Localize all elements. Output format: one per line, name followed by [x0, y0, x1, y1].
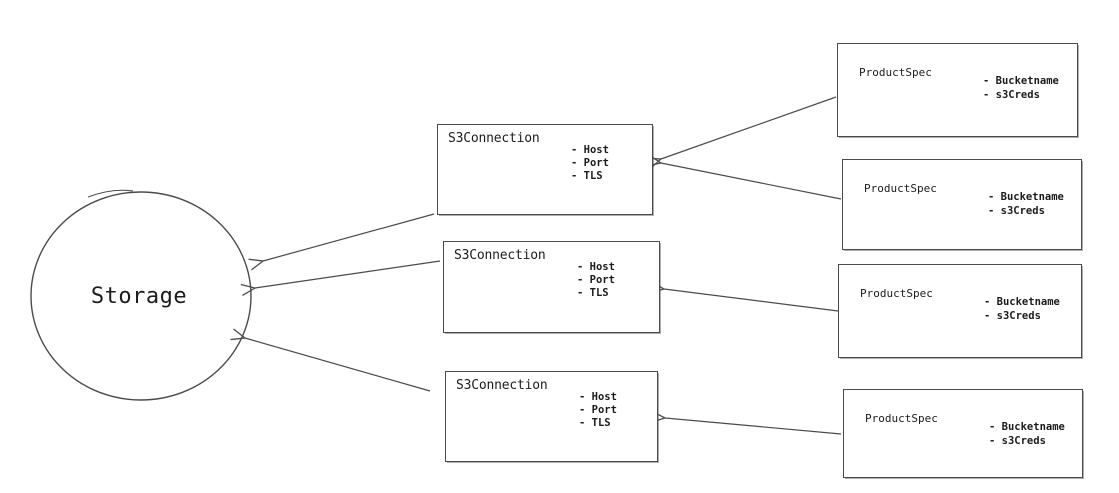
arrow-productspec2-to-s3connection1[interactable]	[661, 163, 842, 200]
node-attribute: - Host	[579, 391, 617, 403]
node-title: ProductSpec	[865, 412, 938, 425]
node-title: S3Connection	[456, 378, 548, 393]
arrow-s3connection3-to-storage[interactable]	[245, 338, 431, 392]
arrow-productspec3-to-s3connection2[interactable]	[664, 289, 839, 312]
node-attributes: - Host- Port- TLS	[579, 391, 617, 430]
node-attribute: - Port	[571, 157, 609, 169]
node-attribute: - s3Creds	[983, 88, 1040, 101]
arrow-s3connection2-to-storage[interactable]	[255, 260, 441, 288]
arrow-productspec4-to-s3connection3[interactable]	[665, 418, 842, 435]
node-attribute: - TLS	[579, 417, 611, 429]
node-attributes: - Bucketname- s3Creds	[984, 296, 1060, 323]
node-attribute: - Bucketname	[984, 296, 1060, 308]
node-attribute: - s3Creds	[988, 204, 1045, 217]
node-attribute: - TLS	[571, 170, 603, 182]
node-attribute: - Port	[577, 274, 615, 286]
node-attribute: - Bucketname	[983, 75, 1059, 87]
node-title: ProductSpec	[859, 66, 932, 79]
productspec-node-4[interactable]: ProductSpec - Bucketname- s3Creds	[843, 389, 1083, 478]
node-title: S3Connection	[448, 131, 540, 146]
node-attribute: - Port	[579, 404, 617, 416]
storage-node-circle[interactable]	[30, 191, 252, 401]
productspec-node-3[interactable]: ProductSpec - Bucketname- s3Creds	[838, 264, 1082, 358]
s3connection-node-2[interactable]: S3Connection - Host- Port- TLS	[443, 241, 660, 333]
node-title: ProductSpec	[864, 182, 937, 195]
node-attributes: - Host- Port- TLS	[571, 144, 609, 183]
node-attribute: - TLS	[577, 287, 609, 299]
node-attribute: - Host	[571, 144, 609, 156]
node-attribute: - Bucketname	[988, 191, 1064, 203]
node-attribute: - s3Creds	[984, 309, 1041, 322]
node-attribute: - Host	[577, 261, 615, 273]
s3connection-node-1[interactable]: S3Connection - Host- Port- TLS	[437, 124, 653, 215]
arrow-productspec1-to-s3connection1[interactable]	[661, 96, 837, 159]
node-attributes: - Bucketname- s3Creds	[983, 75, 1059, 102]
node-title: S3Connection	[454, 248, 546, 263]
arrow-s3connection1-to-storage[interactable]	[263, 213, 435, 261]
circle-sketch-overlap-stroke	[87, 189, 134, 198]
productspec-node-2[interactable]: ProductSpec - Bucketname- s3Creds	[842, 159, 1082, 250]
node-attribute: - s3Creds	[989, 434, 1046, 447]
storage-node-label: Storage	[90, 284, 188, 309]
node-title: ProductSpec	[860, 287, 933, 300]
productspec-node-1[interactable]: ProductSpec - Bucketname- s3Creds	[837, 43, 1078, 137]
node-attributes: - Host- Port- TLS	[577, 261, 615, 300]
node-attributes: - Bucketname- s3Creds	[988, 191, 1064, 218]
node-attributes: - Bucketname- s3Creds	[989, 421, 1065, 448]
node-attribute: - Bucketname	[989, 421, 1065, 433]
s3connection-node-3[interactable]: S3Connection - Host- Port- TLS	[445, 371, 658, 462]
